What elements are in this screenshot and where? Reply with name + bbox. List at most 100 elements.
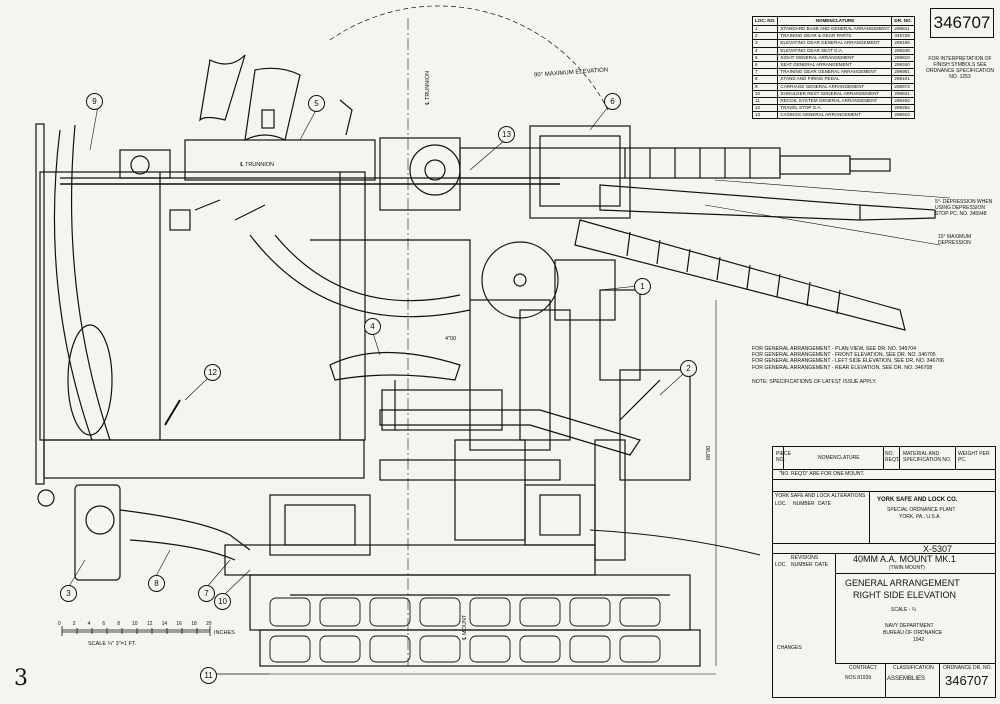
balloon-3: 3 bbox=[60, 585, 77, 602]
interpretation-note: FOR INTERPRETATION OF FINISH SYMBOLS SEE… bbox=[926, 56, 994, 80]
sight-shield bbox=[53, 129, 93, 441]
scale-caption: SCALE ¼" 3"=1 FT. bbox=[88, 641, 137, 647]
training-handwheel-box bbox=[74, 484, 121, 581]
nomenclature-cell: STANDARD BASE AND GENERAL ARRANGEMENT bbox=[777, 24, 893, 34]
dr-no-cell: 298101 bbox=[891, 75, 915, 84]
scale-value: SCALE - ¼ bbox=[891, 607, 917, 613]
x-number: X-5307 bbox=[923, 544, 953, 554]
nomenclature-cell: SHOULDER REST GENERAL ARRANGEMENT bbox=[777, 89, 893, 98]
trunnion-arm bbox=[184, 139, 376, 181]
scale-units: INCHES bbox=[214, 630, 235, 636]
alt-col-date: DATE bbox=[818, 501, 831, 507]
nomenclature-cell: CASINGS GENERAL ARRANGEMENT bbox=[777, 111, 893, 120]
title-line-3: GENERAL ARRANGEMENT bbox=[845, 578, 960, 588]
elevating-arc bbox=[249, 234, 471, 318]
assemblies-label: ASSEMBLIES bbox=[887, 676, 926, 682]
loc-cell: 2 bbox=[751, 32, 779, 41]
scale-bar-graphic bbox=[61, 626, 211, 636]
drawing-date: 1942 bbox=[913, 637, 925, 643]
dr-no-cell: 299981 bbox=[891, 68, 915, 77]
breech-housing bbox=[529, 125, 631, 219]
scale-tick-label: 8 bbox=[117, 621, 120, 627]
dimension-4in: 4"00 bbox=[445, 336, 457, 342]
loc-cell: 12 bbox=[751, 104, 779, 113]
alt-col-number: NUMBER bbox=[793, 501, 815, 507]
dr-no-cell: 299831 bbox=[891, 89, 915, 98]
corner-sheet-mark: 3 bbox=[14, 666, 28, 691]
drawing-number: 346707 bbox=[933, 13, 991, 32]
scale-tick-label: 10 bbox=[132, 621, 138, 627]
balloon-9: 9 bbox=[86, 93, 103, 110]
dr-no-cell: 299340 bbox=[891, 60, 915, 70]
nomenclature-cell: ELEVATING GEAR GENERAL ARRANGEMENT bbox=[777, 39, 893, 48]
reference-note: FOR GENERAL ARRANGEMENT - FRONT ELEVATIO… bbox=[752, 352, 936, 359]
dr-no-cell: 298810 bbox=[891, 53, 915, 62]
trunnion-label-vertical: ℄ TRUNNION bbox=[425, 71, 431, 105]
balloon-10: 10 bbox=[214, 593, 231, 610]
carriage-frame bbox=[39, 171, 366, 441]
balloon-5: 5 bbox=[308, 95, 325, 112]
nomenclature-cell: TRAINING GEAR GENERAL ARRANGEMENT bbox=[777, 68, 893, 77]
balloon-6: 6 bbox=[604, 93, 621, 110]
depression-arc bbox=[714, 179, 951, 199]
plant-name: SPECIAL ORDNANCE PLANT bbox=[887, 507, 956, 513]
balloon-7: 7 bbox=[198, 585, 215, 602]
reference-note: FOR GENERAL ARRANGEMENT - PLAN VIEW, SEE… bbox=[752, 346, 917, 352]
gun-barrels bbox=[459, 147, 936, 331]
changes-label: CHANGES bbox=[777, 645, 802, 651]
balloon-12: 12 bbox=[204, 364, 221, 381]
loc-cell: 9 bbox=[751, 82, 779, 91]
dr-no-cell: 345728 bbox=[891, 32, 915, 41]
scale-tick-label: 12 bbox=[146, 621, 153, 627]
loc-cell: 5 bbox=[751, 53, 779, 62]
mount-centerline-label: ℄ MOUNT bbox=[462, 614, 468, 640]
dr-no-cell: 299811 bbox=[891, 24, 915, 34]
scale-tick-label: 20 bbox=[206, 621, 212, 627]
scale-tick-label: 2 bbox=[72, 621, 76, 627]
reference-note: FOR GENERAL ARRANGEMENT - REAR ELEVATION… bbox=[752, 364, 933, 371]
balloon-8: 8 bbox=[148, 575, 165, 592]
header-nomenclature: NOMENCLATURE bbox=[818, 455, 860, 461]
nomenclature-cell: TRAVEL STOP G.A. bbox=[777, 104, 893, 113]
ordnance-dr-no-label: ORDNANCE DR. NO. bbox=[943, 665, 992, 671]
balloon-11: 11 bbox=[200, 667, 217, 684]
dr-no-cell: 298973 bbox=[891, 82, 915, 91]
nomenclature-cell: CARRIAGE GENERAL ARRANGEMENT bbox=[777, 82, 893, 91]
training-gear bbox=[481, 241, 559, 319]
base-ring bbox=[224, 544, 596, 576]
dimension-68in: 68"00 bbox=[706, 445, 712, 460]
note-req: "NO. REQ'D" ARE FOR ONE MOUNT. bbox=[779, 471, 865, 477]
loc-cell: 11 bbox=[751, 96, 779, 106]
header-req: NO. REQ'D bbox=[885, 451, 901, 463]
loc-cell: 6 bbox=[751, 60, 779, 70]
pedestal bbox=[469, 299, 551, 451]
classification-label: CLASSIFICATION bbox=[893, 665, 934, 671]
loc-cell: 7 bbox=[751, 68, 779, 77]
loc-cell: 4 bbox=[751, 46, 779, 55]
dr-no-header: DR. NO. bbox=[891, 16, 915, 26]
company-name: YORK SAFE AND LOCK CO. bbox=[877, 497, 958, 503]
dr-no-cell: 299185 bbox=[891, 39, 915, 48]
scale-tick-label: 0 bbox=[58, 621, 61, 627]
dr-no-cell: 298910 bbox=[891, 111, 915, 120]
nomenclature-cell: SEAT GENERAL ARRANGEMENT bbox=[777, 60, 893, 70]
title-line-4: RIGHT SIDE ELEVATION bbox=[853, 590, 957, 600]
bureau-of-ordnance: BUREAU OF ORDNANCE bbox=[883, 630, 943, 636]
seat bbox=[329, 351, 461, 381]
loc-cell: 13 bbox=[751, 111, 779, 120]
scale-tick-label: 6 bbox=[102, 621, 106, 627]
rev-col-loc: LOC. bbox=[775, 562, 787, 568]
rev-col-number: NUMBER bbox=[791, 562, 813, 568]
header-weight: WEIGHT PER PC. bbox=[958, 451, 990, 463]
trunnion-label: ℄ TRUNNION bbox=[240, 162, 274, 168]
location-table-header: LOC. NO. NOMENCLATURE DR. NO. bbox=[751, 16, 915, 26]
scale-tick-label: 16 bbox=[176, 621, 182, 627]
title-line-1: 40MM A.A. MOUNT MK.1 bbox=[853, 554, 956, 564]
